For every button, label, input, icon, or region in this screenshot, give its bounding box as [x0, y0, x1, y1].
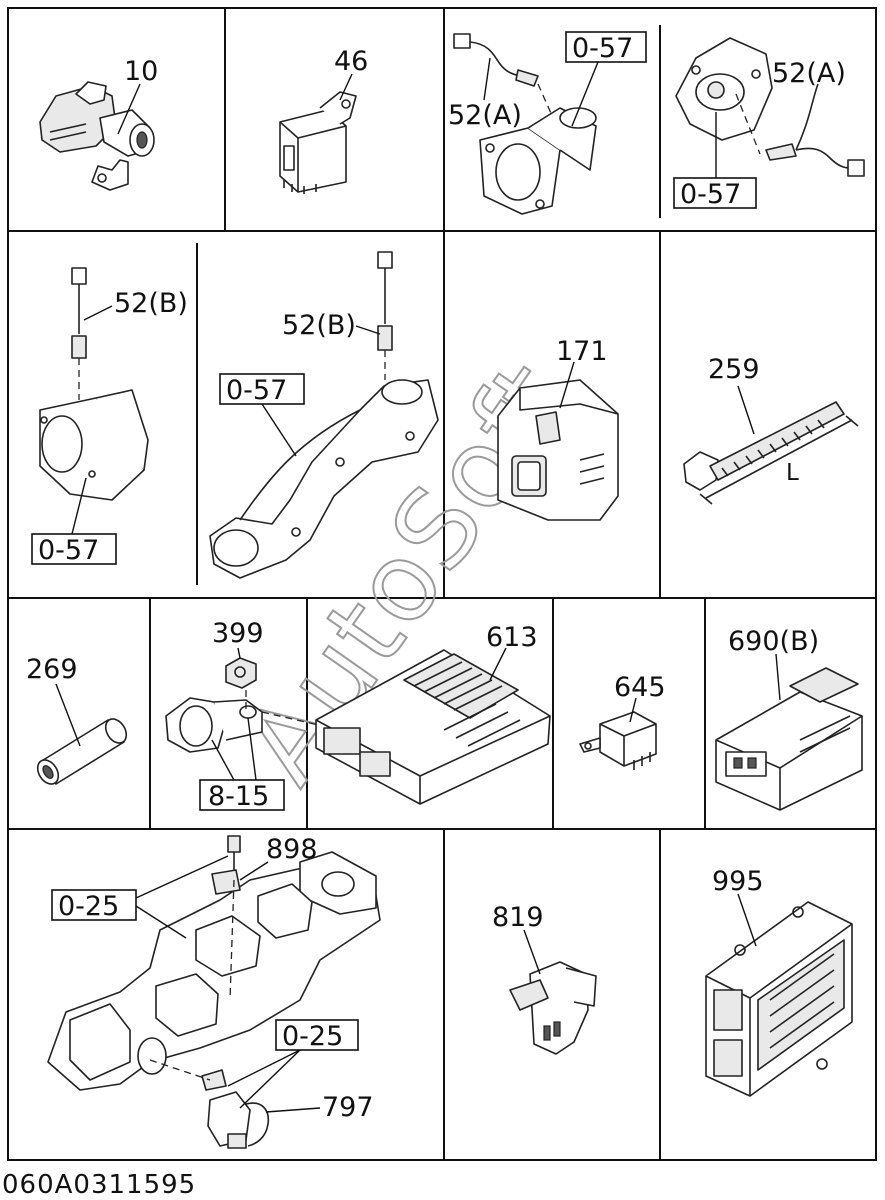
part-259-illustration — [683, 401, 859, 505]
label-part-613: 613 — [486, 622, 538, 653]
part-399-nut — [225, 657, 257, 689]
label-ref-057-c: 0-57 — [38, 535, 99, 566]
label-part-171: 171 — [556, 336, 608, 367]
part-52b-sensor-right — [377, 251, 393, 380]
label-part-52a-right: 52(A) — [772, 58, 846, 89]
label-part-259: 259 — [708, 354, 760, 385]
label-part-898: 898 — [266, 834, 318, 865]
part-269-illustration — [36, 718, 128, 785]
label-part-52b-left: 52(B) — [114, 288, 188, 319]
label-dimension-l: L — [786, 460, 799, 486]
part-613-illustration — [315, 649, 551, 805]
part-645-illustration — [579, 711, 657, 770]
label-ref-057-a: 0-57 — [572, 33, 633, 64]
label-part-52b-right: 52(B) — [282, 310, 356, 341]
label-part-269: 269 — [26, 654, 78, 685]
label-part-819: 819 — [492, 902, 544, 933]
label-ref-057-b: 0-57 — [680, 179, 741, 210]
part-46-illustration — [279, 91, 357, 194]
label-part-645: 645 — [614, 672, 666, 703]
label-part-46: 46 — [334, 46, 368, 77]
part-171-illustration — [497, 379, 619, 521]
part-52a-sensor-top — [453, 33, 555, 121]
label-part-797: 797 — [322, 1092, 374, 1123]
label-ref-057-d: 0-57 — [226, 375, 287, 406]
label-part-399: 399 — [212, 618, 264, 649]
part-manifold-illustration — [47, 835, 381, 1149]
grid-frame — [7, 7, 877, 1161]
label-ref-025-a: 0-25 — [58, 891, 119, 922]
label-part-52a-left: 52(A) — [448, 100, 522, 131]
part-10-illustration — [39, 81, 155, 191]
part-057-housing-b — [675, 37, 865, 177]
part-057-flange-a — [479, 107, 597, 215]
label-part-995: 995 — [712, 866, 764, 897]
label-part-10: 10 — [124, 56, 158, 87]
label-ref-025-b: 0-25 — [282, 1021, 343, 1052]
part-057-elbow-c — [39, 389, 149, 501]
part-995-illustration — [705, 901, 853, 1097]
label-ref-815: 8-15 — [208, 781, 269, 812]
part-52b-sensor-left — [71, 267, 87, 400]
part-690b-illustration — [715, 667, 863, 811]
part-057-pipe-d — [209, 379, 439, 579]
label-part-690b: 690(B) — [728, 626, 819, 657]
document-code: 060A0311595 — [2, 1170, 197, 1200]
part-819-illustration — [509, 961, 597, 1055]
